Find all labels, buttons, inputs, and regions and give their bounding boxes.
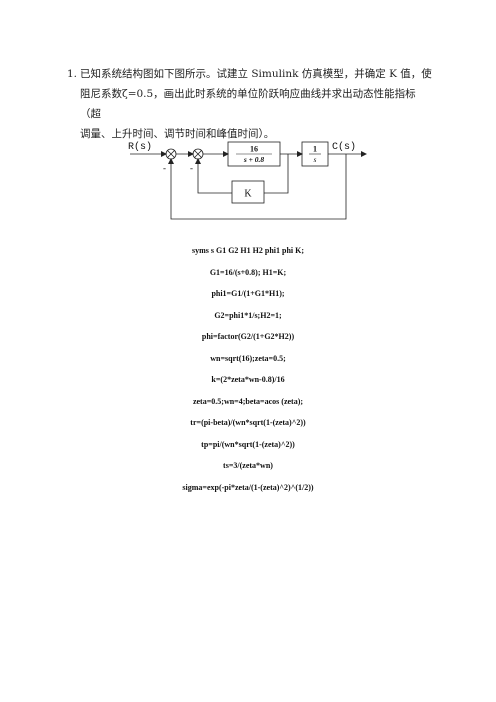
- integrator-numerator: 1: [313, 145, 317, 154]
- input-label: R(s): [128, 141, 152, 153]
- g1-numerator: 16: [250, 145, 258, 154]
- output-label: C(s): [332, 141, 356, 153]
- code-line: wn=sqrt(16);zeta=0.5;: [210, 353, 286, 363]
- code-line: tp=pi/(wn*sqrt(1-(zeta)^2)): [201, 439, 295, 449]
- code-line: sigma=exp(-pi*zeta/(1-(zeta)^2)^(1/2)): [182, 482, 314, 492]
- code-line: tr=(pi-beta)/(wn*sqrt(1-(zeta)^2)): [190, 418, 306, 427]
- question-line-1: 已知系统结构图如下图所示。试建立 Simulink 仿真模型，并确定 K 值，使: [80, 68, 432, 80]
- question-number: 1.: [67, 68, 78, 80]
- sum1-sign: -: [163, 163, 166, 173]
- integrator-denominator: s: [314, 155, 317, 164]
- g1-denominator: s + 0.8: [243, 155, 265, 164]
- code-line: syms s G1 G2 H1 H2 phi1 phi K;: [191, 246, 305, 255]
- code-line: G2=phi1*1/s;H2=1;: [214, 310, 282, 320]
- question-line-3: 调量、上升时间、调节时间和峰值时间）。: [80, 128, 275, 140]
- block-diagram-svg: R(s) C(s) 16 s + 0.8 1 s K - -: [128, 141, 367, 220]
- block-diagram: R(s) C(s) 16 s + 0.8 1 s K - -: [128, 136, 368, 226]
- code-line: phi1=G1/(1+G1*H1);: [211, 289, 285, 298]
- code-line: ts=3/(zeta*wn): [223, 461, 273, 470]
- code-line: zeta=0.5;wn=4;beta=acos (zeta);: [192, 396, 304, 406]
- question-text: 1. 已知系统结构图如下图所示。试建立 Simulink 仿真模型，并确定 K …: [67, 64, 436, 144]
- feedback-block-k: [231, 180, 265, 204]
- sum2-sign: -: [190, 163, 193, 173]
- feedback-k-label: K: [244, 189, 252, 200]
- unity-feedback-line: [168, 154, 347, 220]
- code-line: G1=16/(s+0.8); H1=K;: [209, 267, 287, 277]
- matlab-code-block: syms s G1 G2 H1 H2 phi1 phi K; G1=16/(s+…: [0, 240, 496, 498]
- question-line-2: 阻尼系数ζ=0.5，画出此时系统的单位阶跃响应曲线并求出动态性能指标（超: [80, 88, 416, 120]
- code-line: phi=factor(G2/(1+G2*H2)): [201, 332, 295, 341]
- code-line: k=(2*zeta*wn-0.8)/16: [211, 375, 285, 384]
